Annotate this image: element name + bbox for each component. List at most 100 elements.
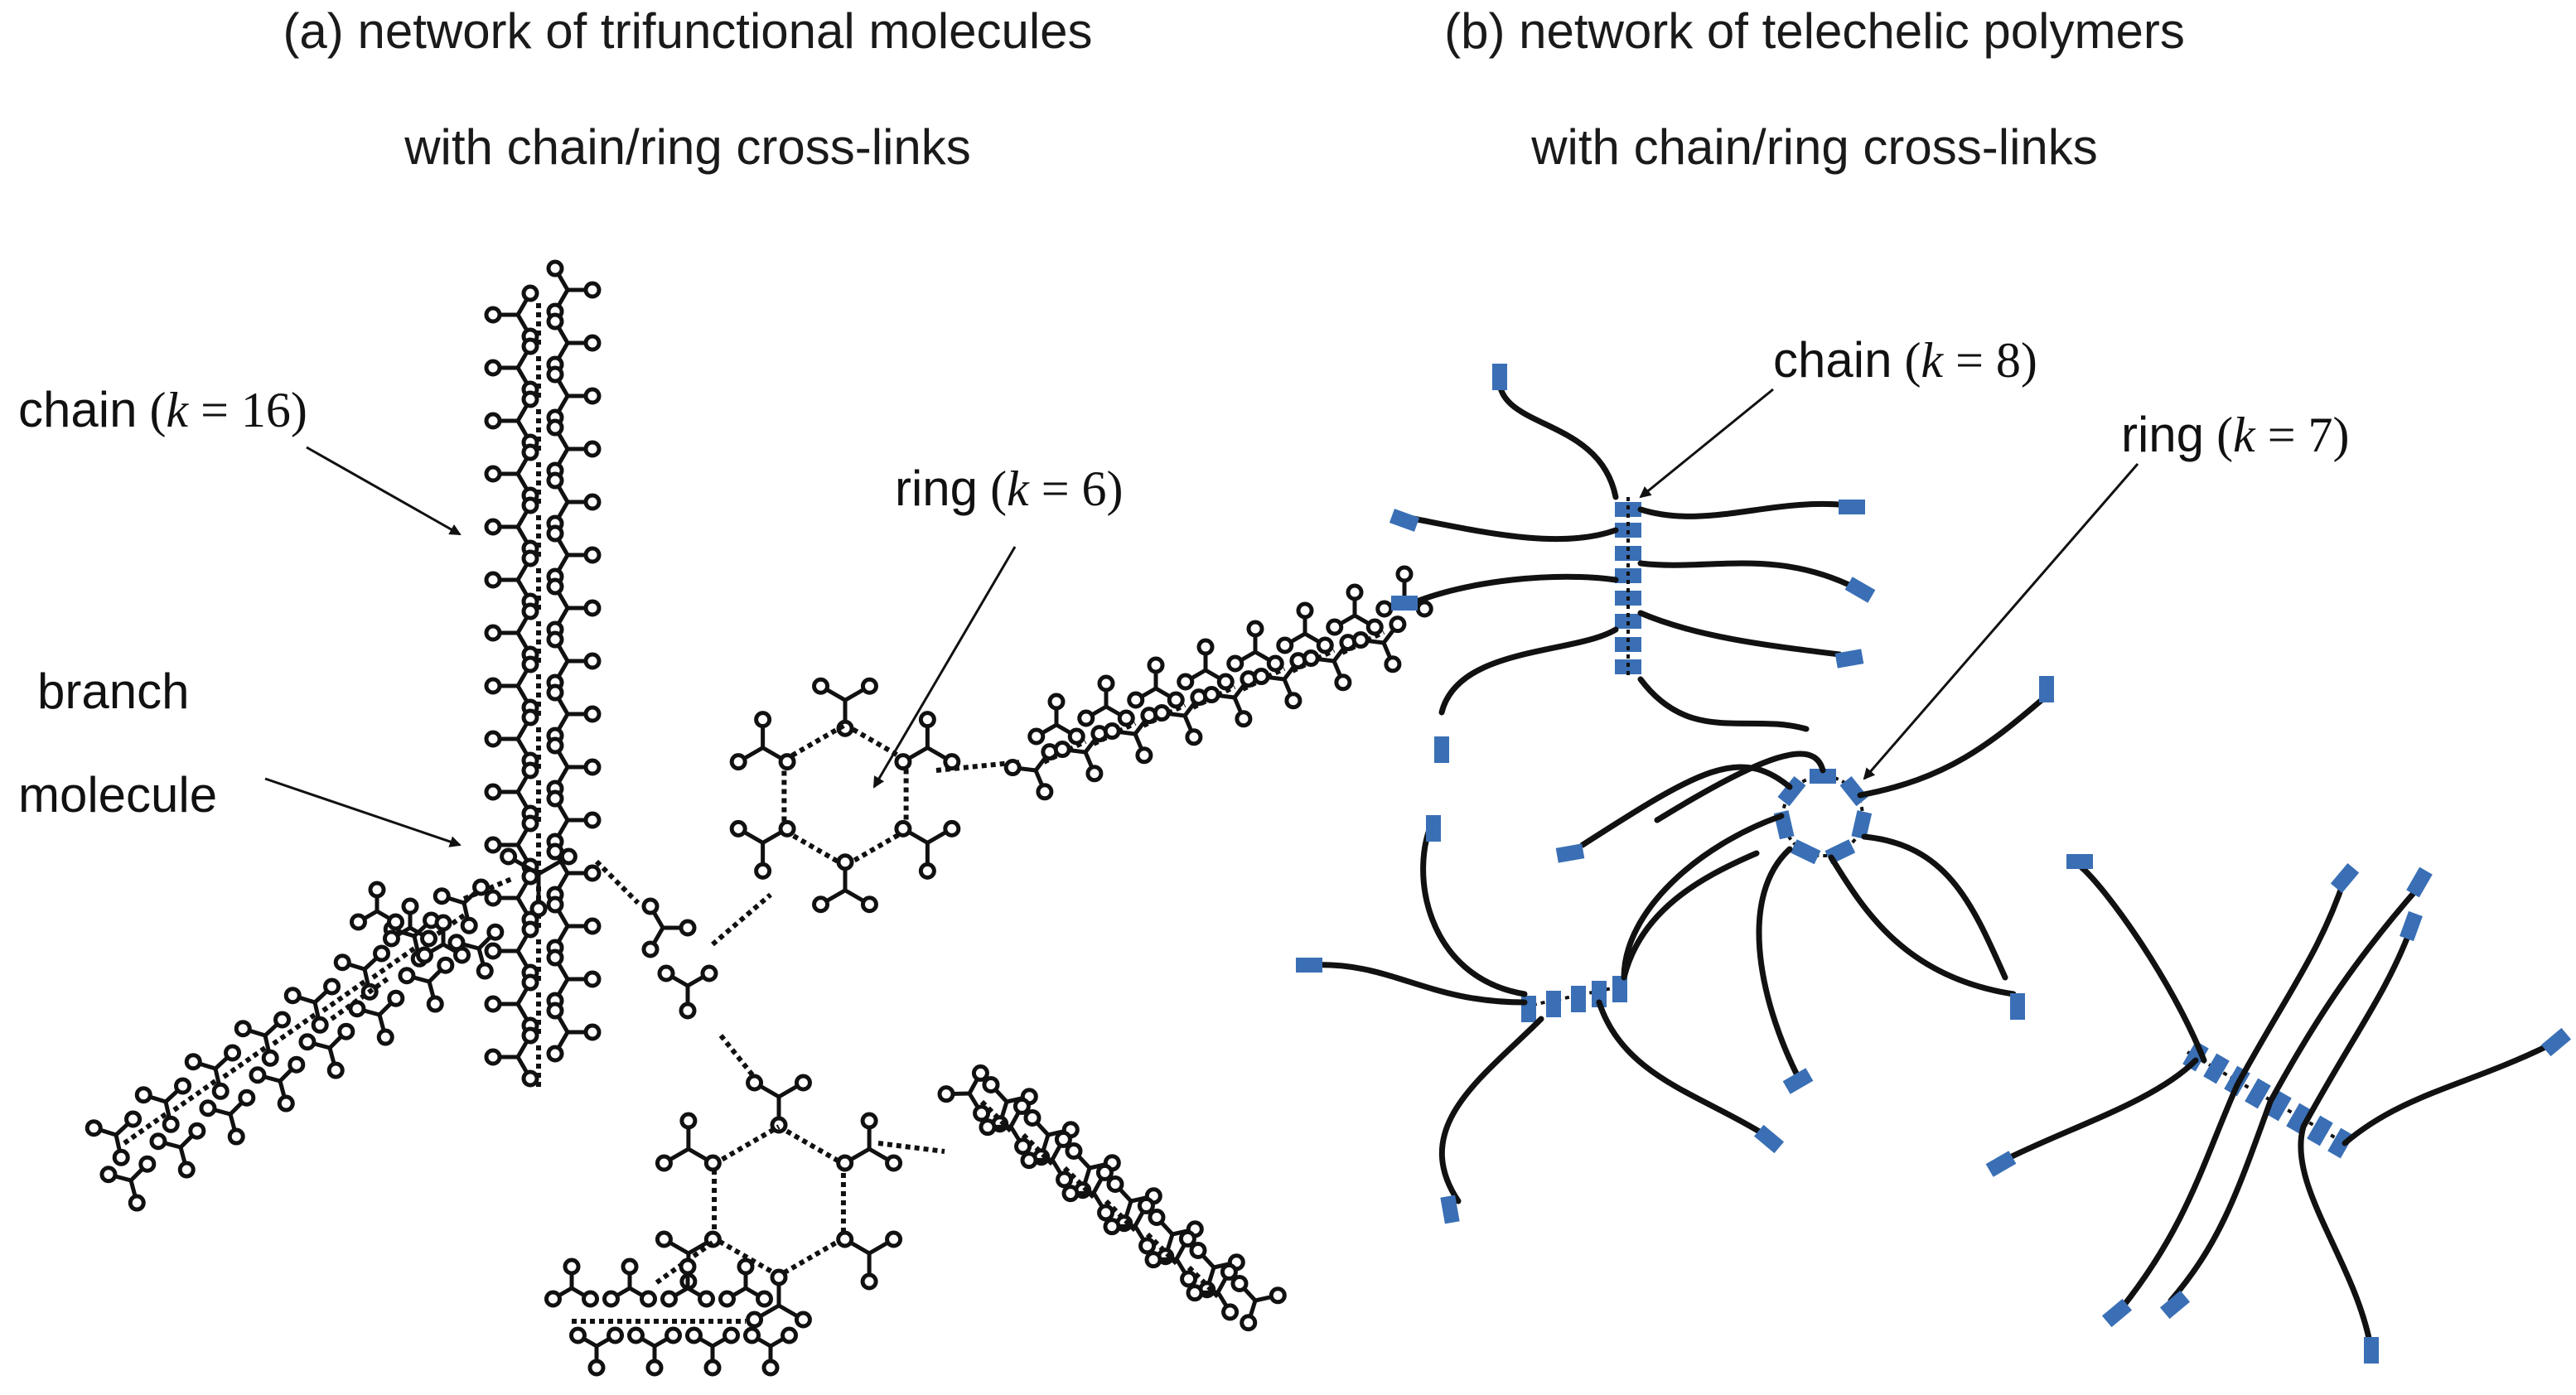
- ring-b-arrow: [1863, 463, 2139, 780]
- monomer-node: [723, 1326, 741, 1344]
- polymer-strand: [1637, 500, 1851, 519]
- monomer-node: [703, 1154, 722, 1172]
- end-group: [2327, 1127, 2354, 1159]
- monomer-node: [1346, 583, 1364, 601]
- polymer-strand: [2076, 862, 2207, 1064]
- monomer-node: [1138, 1237, 1157, 1255]
- monomer-node: [546, 736, 564, 755]
- polymer-strand: [1579, 764, 1793, 848]
- monomer-node: [1178, 1229, 1196, 1248]
- monomer-node: [583, 970, 602, 988]
- end-group: [2406, 866, 2433, 898]
- end-group: [1546, 991, 1561, 1017]
- monomer-node: [337, 1022, 355, 1040]
- monomer-node: [546, 418, 564, 437]
- cross-link: [877, 1141, 945, 1154]
- monomer-node: [1137, 1196, 1155, 1214]
- cross-link: [713, 1124, 781, 1166]
- monomer-node: [211, 1082, 230, 1100]
- end-group-block: [2101, 1298, 2133, 1328]
- end-group-block: [1753, 1124, 1785, 1154]
- end-group-block: [1985, 1151, 2017, 1177]
- monomer-node: [521, 443, 539, 461]
- monomer-node: [162, 1115, 180, 1133]
- monomer-node: [112, 1148, 130, 1166]
- monomer-node: [1056, 1171, 1074, 1189]
- monomer-node: [583, 281, 602, 299]
- monomer-node: [1252, 668, 1270, 686]
- monomer-node: [918, 862, 936, 880]
- polymer-strand: [1306, 962, 1528, 1006]
- end-group: [1824, 839, 1856, 865]
- monomer-node: [1003, 759, 1022, 777]
- monomer-node: [484, 359, 502, 377]
- monomer-node: [641, 940, 660, 958]
- end-group-block: [2039, 676, 2054, 702]
- monomer-node: [860, 1272, 878, 1291]
- monomer-node: [1095, 1163, 1114, 1181]
- polymer-strand: [2118, 1082, 2240, 1312]
- monomer-node: [679, 1002, 697, 1020]
- end-group-block: [2327, 1127, 2354, 1159]
- cross-link: [1145, 1232, 1179, 1266]
- monomer-node: [373, 944, 391, 963]
- chain-eq-b: = 8): [1943, 333, 2037, 388]
- panel-a-title: (a) network of trifunctional molecules: [149, 0, 1226, 63]
- monomer-node: [415, 946, 433, 964]
- monomer-node: [546, 1045, 564, 1063]
- monomer-node: [174, 1077, 192, 1095]
- monomer-node: [1296, 601, 1314, 620]
- monomer-node: [1185, 728, 1203, 746]
- monomer-node: [521, 1026, 539, 1045]
- monomer-node: [1351, 631, 1370, 649]
- monomer-node: [836, 1230, 854, 1248]
- monomer-node: [729, 819, 747, 837]
- monomer-node: [349, 913, 367, 931]
- monomer-node: [1103, 1218, 1121, 1236]
- monomer-node: [333, 953, 351, 972]
- monomer-node: [1216, 673, 1235, 691]
- end-group-block: [2203, 1053, 2230, 1084]
- end-group-block: [1790, 839, 1821, 865]
- monomer-node: [273, 1011, 292, 1029]
- end-group-block: [2265, 1090, 2292, 1122]
- monomer-node: [177, 1161, 196, 1179]
- monomer-node: [700, 964, 718, 982]
- end-group: [1555, 843, 1585, 863]
- end-group: [1615, 637, 1641, 652]
- polymer-strand: [2002, 1057, 2199, 1163]
- monomer-node: [1395, 565, 1414, 583]
- monomer-node: [484, 836, 502, 854]
- monomer-node: [729, 753, 747, 771]
- polymer-strand: [1637, 610, 1843, 658]
- cross-link: [711, 892, 772, 947]
- end-group: [2010, 993, 2025, 1020]
- cross-link: [777, 1236, 845, 1278]
- monomer-node: [124, 1110, 143, 1128]
- end-group-block: [1839, 500, 1865, 514]
- monomer-node: [1365, 618, 1384, 636]
- panel-a-ring-label: ring (k = 6): [895, 460, 1124, 518]
- monomer-node: [1284, 692, 1302, 710]
- monomer-node: [426, 995, 444, 1013]
- monomer-node: [521, 920, 539, 939]
- monomer-node: [679, 1112, 698, 1130]
- cross-link: [1104, 1199, 1138, 1233]
- end-group-block: [1546, 991, 1561, 1017]
- monomer-node: [583, 705, 602, 723]
- monomer-node: [583, 758, 602, 776]
- chain-open: (: [137, 383, 167, 437]
- monomer-node: [283, 987, 302, 1005]
- cross-link: [1021, 1132, 1055, 1166]
- end-group-block: [2286, 1103, 2313, 1134]
- monomer-node: [484, 465, 502, 483]
- polymer-strand: [1756, 846, 1801, 1080]
- ring-word-b: ring: [2121, 407, 2205, 462]
- polymer-strand: [1496, 369, 1619, 500]
- monomer-node: [583, 546, 602, 564]
- monomer-node: [583, 1023, 602, 1041]
- monomer-node: [521, 761, 539, 780]
- monomer-node: [1144, 1251, 1162, 1269]
- polymer-strand: [1596, 999, 1768, 1138]
